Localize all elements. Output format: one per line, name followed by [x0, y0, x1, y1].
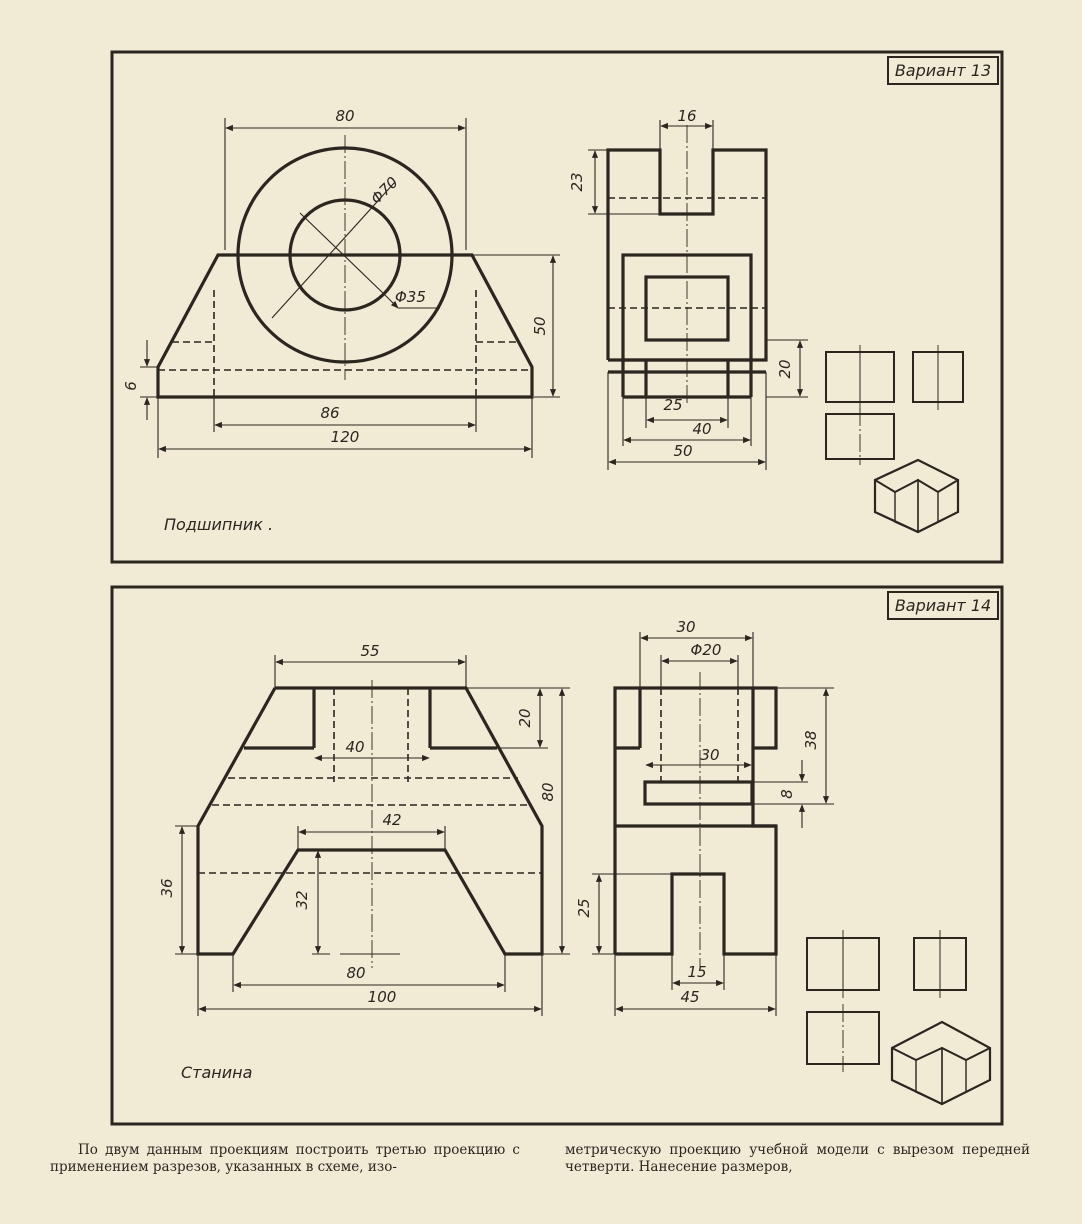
dim-86: 86: [320, 404, 339, 422]
dim-55: 55: [360, 642, 379, 660]
dim-30-top: 30: [676, 618, 695, 636]
stand-side-view: 30 Φ20 30 38 8 25: [575, 618, 834, 1016]
stand-front-view: 55 40 20 80 42 36: [158, 642, 570, 1016]
dim-25: 25: [663, 396, 682, 414]
dim-32: 32: [293, 890, 311, 909]
dim-50-horizontal: 50: [673, 442, 692, 460]
section-scheme-13: [825, 345, 964, 534]
part-name-bearing: Подшипник .: [164, 515, 273, 534]
dim-23: 23: [568, 172, 586, 191]
dim-15: 15: [687, 963, 706, 981]
dim-20: 20: [776, 359, 794, 378]
dim-40: 40: [345, 738, 364, 756]
variant-13-panel: Вариант 13 80 Φ70 Φ35: [110, 50, 1004, 564]
section-scheme-14: [806, 930, 992, 1106]
bearing-front-view: 80 Φ70 Φ35 50 6 86 120: [122, 107, 560, 458]
variant-13-title: Вариант 13: [895, 61, 991, 80]
part-name-stand: Станина: [181, 1063, 252, 1082]
dim-phi70: Φ70: [367, 173, 402, 208]
variant-14-panel: Вариант 14 55 40 20: [110, 585, 1004, 1126]
bearing-side-view: 16 23 20 25 40 50: [568, 107, 808, 470]
dim-80-horizontal: 80: [346, 964, 365, 982]
dim-38: 38: [802, 730, 820, 749]
dim-6: 6: [122, 381, 140, 391]
dim-25: 25: [575, 898, 593, 917]
caption-right: метрическую проекцию учебной модели с вы…: [565, 1142, 1030, 1175]
dim-50-vertical: 50: [531, 316, 549, 335]
dim-36: 36: [158, 878, 176, 897]
dim-120: 120: [331, 428, 360, 446]
dim-phi20: Φ20: [691, 641, 722, 659]
dim-20: 20: [516, 708, 534, 727]
dim-42: 42: [382, 811, 401, 829]
isometric-model-14: [890, 1020, 992, 1106]
dim-80: 80: [335, 107, 354, 125]
dim-8: 8: [778, 789, 796, 799]
isometric-model-13: [873, 458, 960, 534]
caption-left: По двум данным проекциям построить треть…: [50, 1142, 520, 1175]
dim-30-inner: 30: [700, 746, 719, 764]
dim-100: 100: [368, 988, 397, 1006]
dim-80-vertical: 80: [539, 782, 557, 801]
dim-40: 40: [692, 420, 711, 438]
dim-phi35: Φ35: [395, 288, 426, 306]
dim-16: 16: [677, 107, 696, 125]
dim-45: 45: [680, 988, 699, 1006]
variant-14-title: Вариант 14: [895, 596, 991, 615]
